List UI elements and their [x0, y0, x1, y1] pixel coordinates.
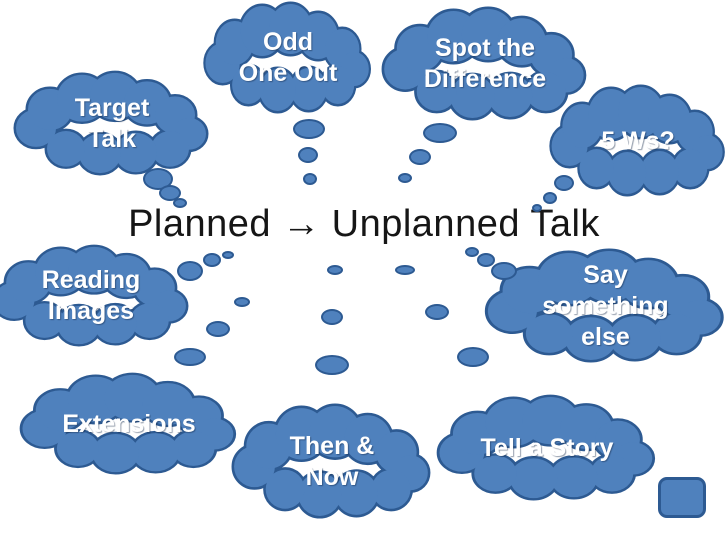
trail-dot [143, 168, 173, 190]
cloud-icon [18, 374, 240, 474]
trail-dot [174, 348, 206, 366]
trail-dot [554, 175, 574, 191]
thought-cloud-say-something-else: Say something else [483, 250, 728, 362]
thought-cloud-odd-one-out: Odd One Out [202, 3, 374, 113]
trail-dot [477, 253, 495, 267]
trail-dot [543, 192, 557, 204]
trail-dot [532, 204, 542, 212]
trail-dot [327, 265, 343, 275]
trail-dot [398, 173, 412, 183]
cloud-icon [435, 396, 659, 500]
thought-cloud-target-talk: Target Talk [12, 72, 212, 175]
trail-dot [203, 253, 221, 267]
thought-cloud-reading-images: Reading Images [0, 246, 192, 346]
cloud-icon [0, 246, 192, 346]
trail-dot [465, 247, 479, 257]
trail-dot [222, 251, 234, 259]
trail-dot [491, 262, 517, 280]
trail-dot [206, 321, 230, 337]
trail-dot [321, 309, 343, 325]
trail-dot [234, 297, 250, 307]
trail-dot [425, 304, 449, 320]
trail-dot [177, 261, 203, 281]
thought-cloud-extensions: Extensions [18, 374, 240, 474]
cloud-icon [483, 250, 728, 362]
trail-dot [303, 173, 317, 185]
trail-dot [298, 147, 318, 163]
thought-cloud-five-ws: 5 Ws? [548, 86, 728, 196]
trail-dot [293, 119, 325, 139]
thought-cloud-then-and-now: Then & Now [230, 405, 434, 518]
cloud-icon [548, 86, 728, 196]
trail-dot [423, 123, 457, 143]
cloud-icon [12, 72, 212, 175]
trail-dot [457, 347, 489, 367]
rounded-square-shape [658, 477, 706, 518]
trail-dot [409, 149, 431, 165]
trail-dot [315, 355, 349, 375]
trail-dot [173, 198, 187, 208]
thought-cloud-tell-a-story: Tell a Story [435, 396, 659, 500]
cloud-icon [202, 3, 374, 113]
trail-dot [159, 185, 181, 201]
trail-dot [395, 265, 415, 275]
cloud-icon [230, 405, 434, 518]
slide-title: Planned → Unplanned Talk [128, 203, 600, 245]
